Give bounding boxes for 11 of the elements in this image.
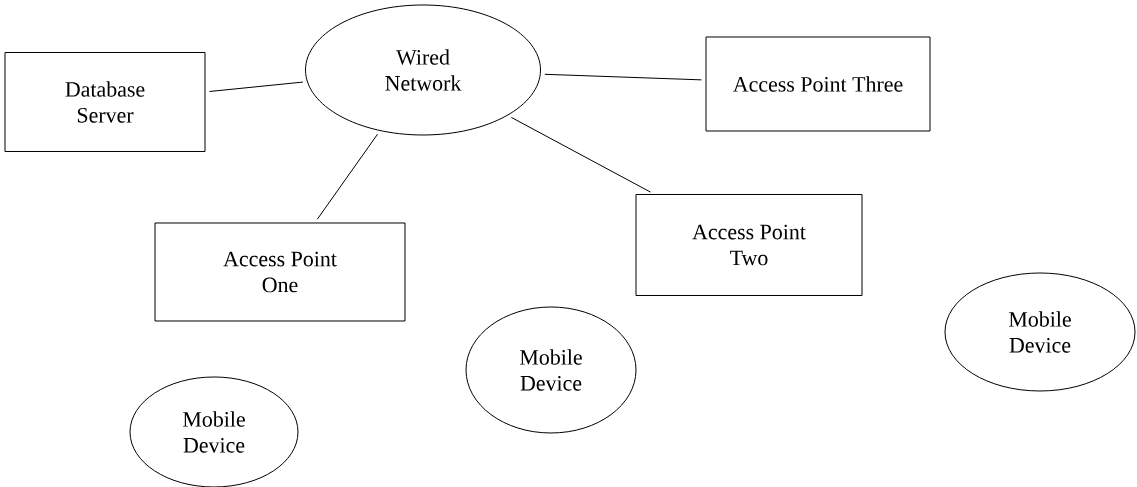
- connector-line: [316, 133, 379, 220]
- box-node: Access Point One: [154, 222, 406, 322]
- box-node: Access Point Three: [705, 36, 931, 132]
- box-node: Access Point Two: [635, 194, 863, 296]
- ellipse-node: Wired Network: [305, 4, 541, 136]
- ellipse-node: Mobile Device: [465, 306, 637, 434]
- ellipse-node: Mobile Device: [944, 272, 1136, 392]
- connector-line: [209, 81, 304, 92]
- box-node: Database Server: [4, 52, 206, 152]
- connector-line: [510, 116, 651, 193]
- connector-line: [544, 73, 702, 81]
